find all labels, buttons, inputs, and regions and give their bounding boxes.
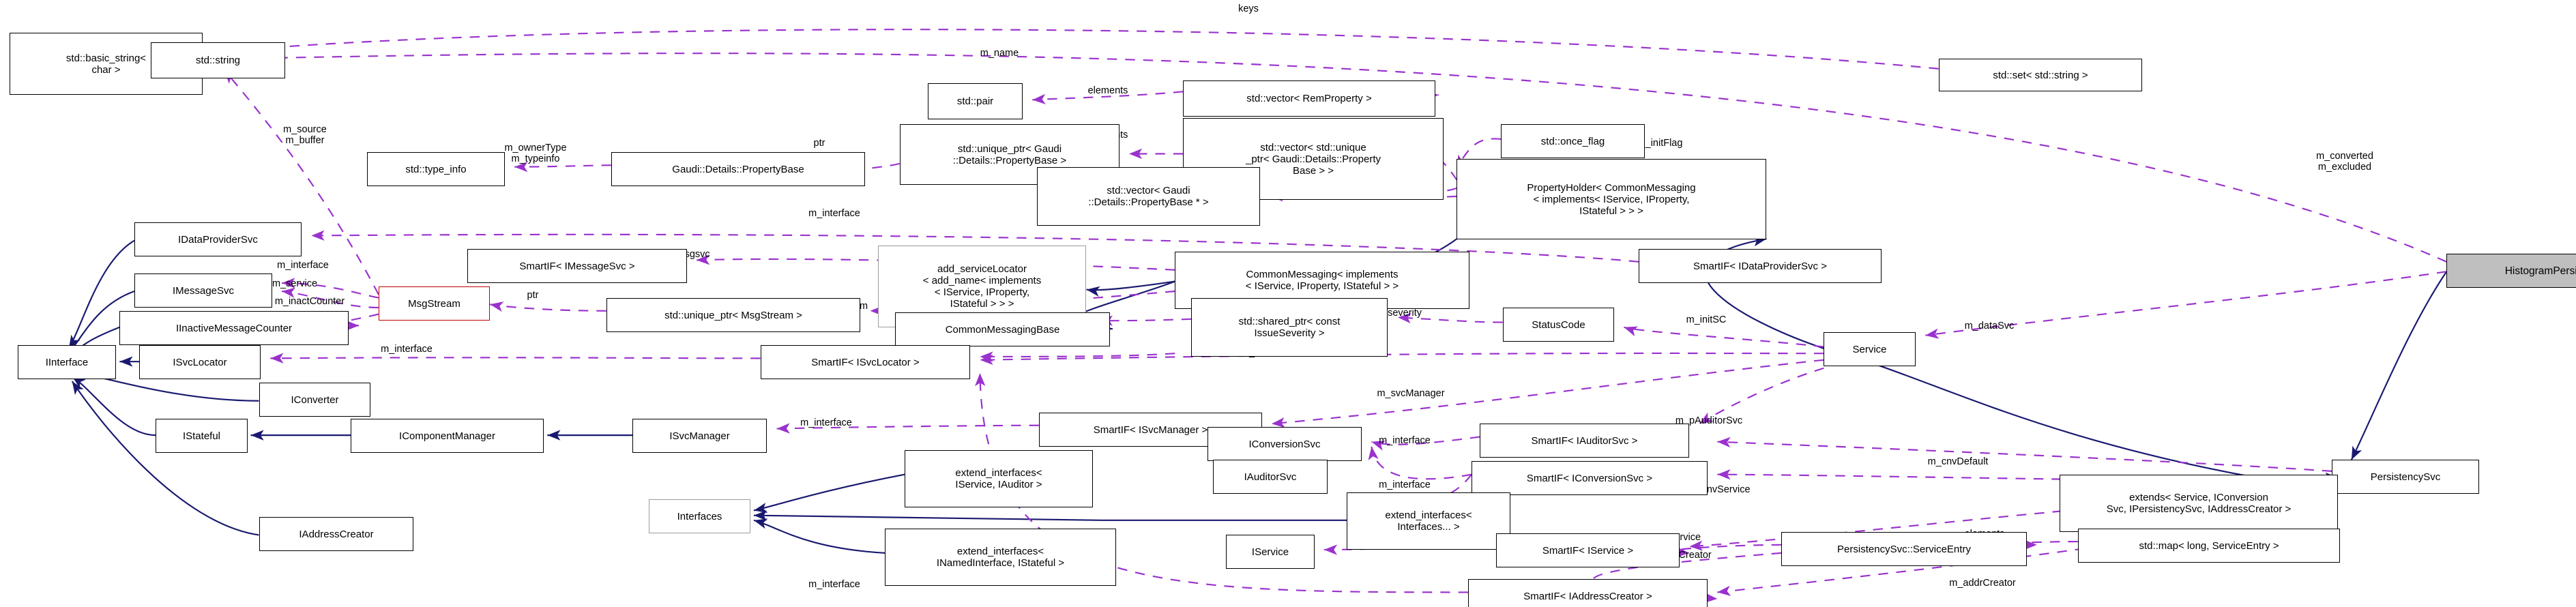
edge-label-m_converted_excluded: m_converted m_excluded (2316, 151, 2373, 173)
edge-label-m_interface_isvcloc: m_interface (381, 344, 433, 355)
class-node-property_holder[interactable]: PropertyHolder< CommonMessaging < implem… (1457, 159, 1766, 239)
class-node-smartif_imessagesvc[interactable]: SmartIF< IMessageSvc > (467, 249, 687, 283)
edge-label-m_interface_addr: m_interface (808, 579, 860, 590)
class-node-shared_ptr_issue[interactable]: std::shared_ptr< const IssueSeverity > (1191, 298, 1388, 357)
class-node-vec_remproperty[interactable]: std::vector< RemProperty > (1183, 80, 1435, 117)
edge-label-m_cnvDefault: m_cnvDefault (1927, 456, 1989, 467)
class-node-interfaces[interactable]: Interfaces (649, 499, 750, 533)
class-node-std_pair[interactable]: std::pair (928, 83, 1023, 119)
class-node-smartif_isvclocator[interactable]: SmartIF< ISvcLocator > (761, 345, 970, 379)
class-node-vec_propbase_ptr[interactable]: std::vector< Gaudi ::Details::PropertyBa… (1037, 167, 1260, 226)
edge-label-elements_rem: elements (1087, 85, 1128, 96)
edge-label-m_inactCounter: m_inactCounter (274, 296, 345, 307)
edge-label-m_service: m_service (272, 278, 318, 289)
class-node-std_string[interactable]: std::string (151, 42, 285, 78)
class-node-persistencysvc[interactable]: PersistencySvc (2332, 460, 2479, 494)
edge-label-ptr_propbase: ptr (813, 138, 825, 149)
class-node-ext_iservice_iauditor[interactable]: extend_interfaces< IService, IAuditor > (905, 450, 1093, 507)
class-node-smartif_iservice[interactable]: SmartIF< IService > (1496, 533, 1680, 567)
edge-label-ptr_msgstream: ptr (527, 290, 539, 301)
edge-label-m_addrCreator2: m_addrCreator (1949, 578, 2016, 589)
edge-label-m_initSC: m_initSC (1686, 314, 1727, 325)
edge-label-keys: keys (1238, 3, 1259, 14)
class-node-iauditorsvc[interactable]: IAuditorSvc (1213, 460, 1328, 494)
edge-label-m_interface_imsg: m_interface (277, 260, 329, 271)
class-node-iaddresscreator[interactable]: IAddressCreator (259, 517, 413, 551)
class-node-iconversionsvc[interactable]: IConversionSvc (1208, 427, 1362, 461)
edge-label-m_interface_idp: m_interface (808, 208, 860, 219)
edge-label-m_interface_auditor: m_interface (1379, 435, 1431, 446)
class-node-service[interactable]: Service (1824, 332, 1916, 366)
edge-label-m_interface_conv: m_interface (1379, 479, 1431, 490)
class-node-ext_svc_iconv[interactable]: extends< Service, IConversion Svc, IPers… (2060, 475, 2338, 532)
edge-label-m_ownerType: m_ownerType m_typeinfo (504, 143, 567, 164)
class-node-once_flag[interactable]: std::once_flag (1501, 124, 1645, 158)
class-node-idataprovidersvc[interactable]: IDataProviderSvc (134, 222, 302, 256)
class-node-istateful[interactable]: IStateful (156, 419, 248, 453)
class-node-smartif_idataprov[interactable]: SmartIF< IDataProviderSvc > (1639, 249, 1882, 283)
class-node-iservice[interactable]: IService (1226, 535, 1315, 569)
class-node-ext_inamed_istateful[interactable]: extend_interfaces< INamedInterface, ISta… (885, 529, 1116, 586)
class-node-msgstream[interactable]: MsgStream (379, 286, 490, 321)
class-node-std_set_string[interactable]: std::set< std::string > (1939, 59, 2142, 91)
class-node-type_info[interactable]: std::type_info (367, 152, 505, 186)
class-node-commonmessagingbase[interactable]: CommonMessagingBase (895, 312, 1110, 346)
class-node-icomponentmanager[interactable]: IComponentManager (351, 419, 544, 453)
class-node-smartif_iauditorsvc[interactable]: SmartIF< IAuditorSvc > (1480, 424, 1689, 458)
edge-label-m_interface_isvcmgr: m_interface (800, 417, 852, 428)
class-node-gaudi_propbase[interactable]: Gaudi::Details::PropertyBase (611, 152, 865, 186)
class-node-uniq_ptr_msgstream[interactable]: std::unique_ptr< MsgStream > (606, 298, 860, 332)
class-node-iinterface[interactable]: IInterface (18, 345, 116, 379)
class-node-histogram_persistency[interactable]: HistogramPersistencySvc (2446, 254, 2576, 288)
class-node-statuscode[interactable]: StatusCode (1503, 308, 1614, 342)
class-node-persistencysvc_entry[interactable]: PersistencySvc::ServiceEntry (1781, 532, 2027, 566)
class-node-iinactivemsgcounter[interactable]: IInactiveMessageCounter (119, 311, 349, 345)
edge-label-m_source_buffer: m_source m_buffer (283, 124, 327, 146)
class-node-isvcmanager[interactable]: ISvcManager (632, 419, 767, 453)
class-node-smartif_iconvsvc[interactable]: SmartIF< IConversionSvc > (1472, 461, 1708, 495)
edge-label-m_dataSvc: m_dataSvc (1964, 321, 2015, 331)
class-node-smartif_iaddrcreator[interactable]: SmartIF< IAddressCreator > (1468, 579, 1708, 607)
class-node-ext_interfaces_dots[interactable]: extend_interfaces< Interfaces... > (1347, 492, 1510, 550)
class-node-isvclocator[interactable]: ISvcLocator (139, 345, 261, 379)
class-node-map_long_serviceentry[interactable]: std::map< long, ServiceEntry > (2078, 529, 2340, 563)
class-node-iconverter[interactable]: IConverter (259, 383, 370, 417)
class-node-imessagesvc[interactable]: IMessageSvc (134, 273, 272, 308)
edge-label-m_name: m_name (980, 48, 1019, 59)
edge-label-m_svcManager: m_svcManager (1377, 388, 1445, 399)
